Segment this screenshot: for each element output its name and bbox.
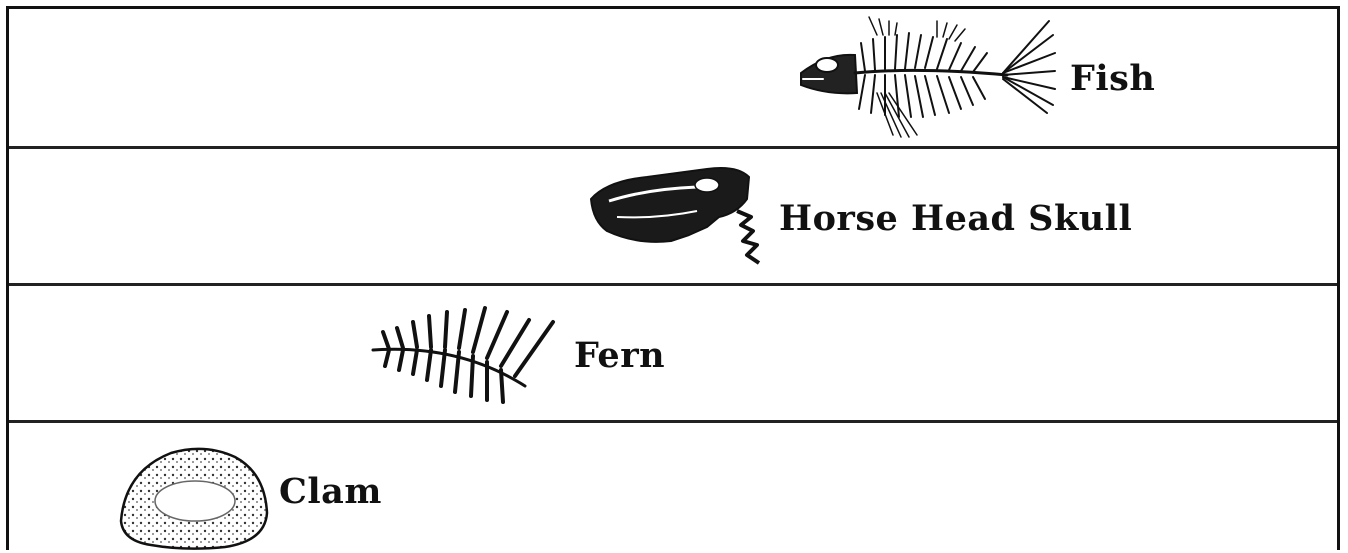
layer-label-horse-head-skull: Horse Head Skull	[779, 198, 1132, 239]
rock-layers-diagram: Fish Horse Head Skull	[6, 6, 1340, 550]
layer-label-clam: Clam	[279, 471, 382, 512]
layer-label-fish: Fish	[1070, 58, 1155, 99]
fish-skeleton-icon	[797, 13, 1059, 143]
rock-layer-3: Fern	[9, 283, 1337, 420]
fern-frond-icon	[369, 292, 559, 410]
rock-layer-1: Fish	[9, 9, 1337, 146]
horse-skull-icon	[587, 161, 763, 269]
rock-layer-2: Horse Head Skull	[9, 146, 1337, 283]
rock-layer-4: Clam	[9, 420, 1337, 553]
clam-shell-icon	[115, 441, 275, 553]
layer-label-fern: Fern	[574, 335, 665, 376]
